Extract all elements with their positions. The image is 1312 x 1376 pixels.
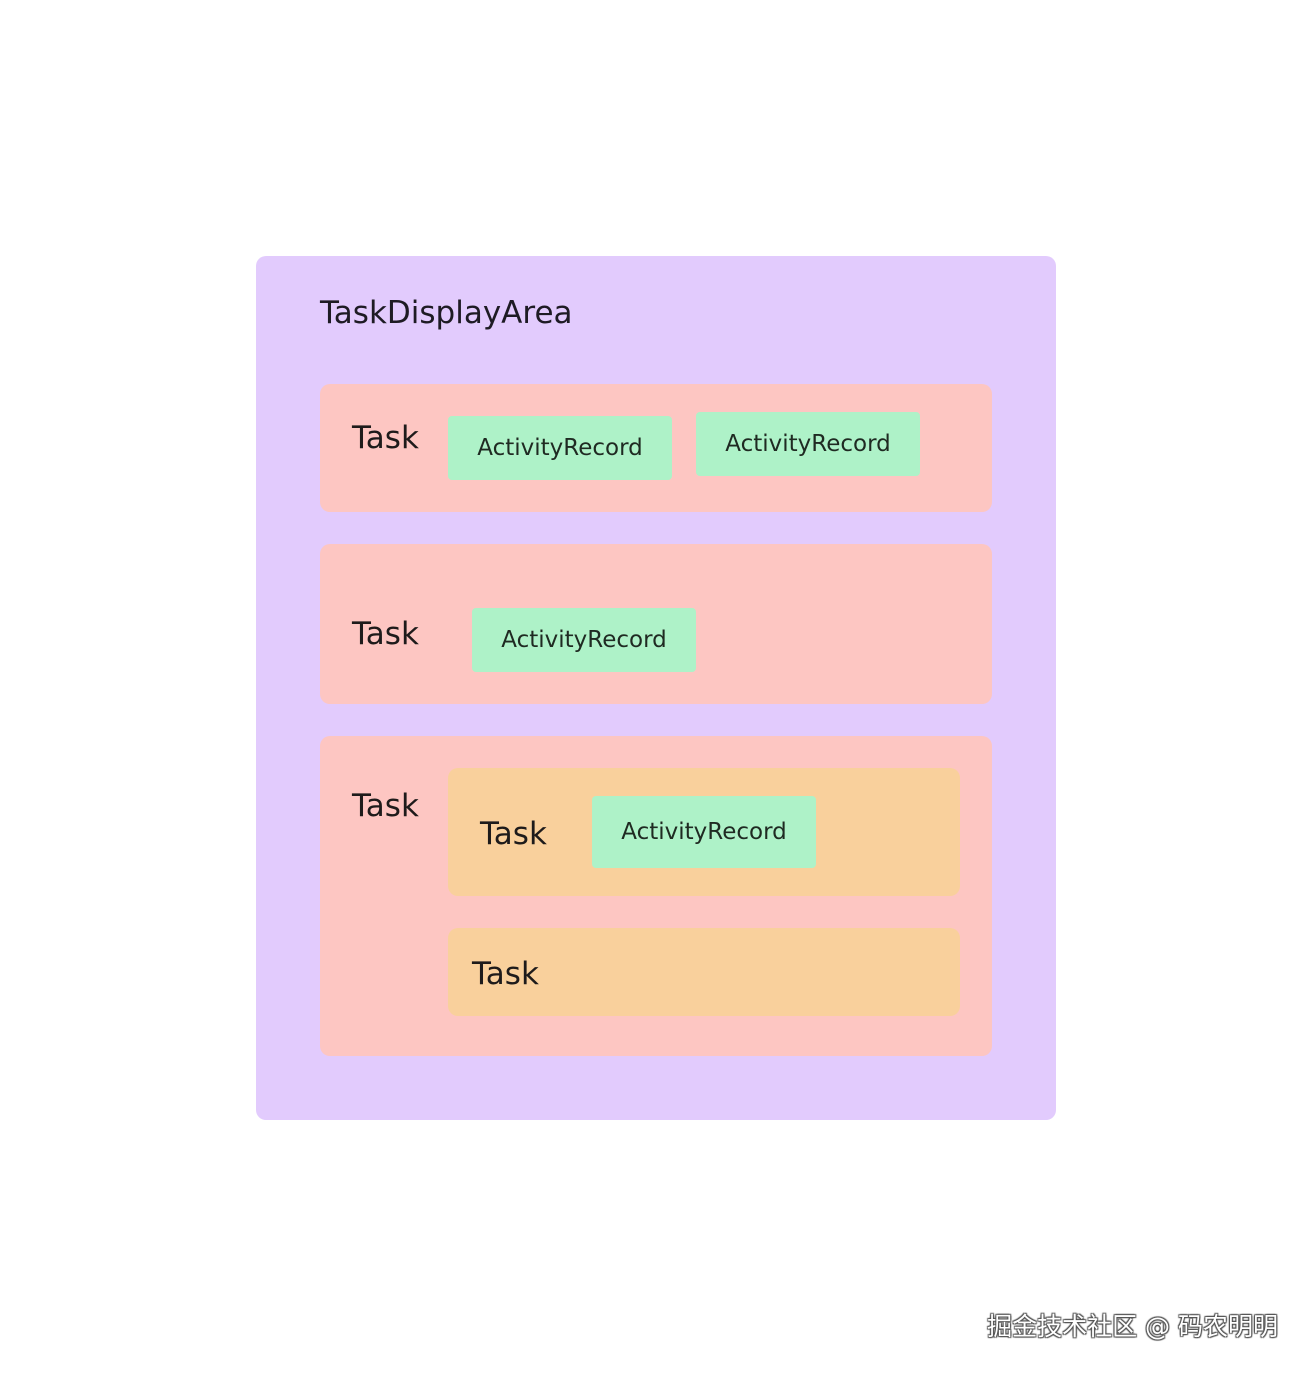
task-1-activity-record-2: ActivityRecord: [696, 412, 920, 476]
task-1-activity-record-1: ActivityRecord: [448, 416, 672, 480]
task-3-label: Task: [352, 788, 419, 824]
task-3-nested-task-1-label: Task: [480, 816, 547, 852]
activity-record-label: ActivityRecord: [477, 435, 643, 461]
activity-record-label: ActivityRecord: [501, 627, 667, 653]
task-2-label: Task: [352, 616, 419, 652]
task-3-nested-activity-record: ActivityRecord: [592, 796, 816, 868]
task-1-label: Task: [352, 420, 419, 456]
task-3-nested-task-2-label: Task: [472, 956, 539, 992]
task-3-nested-task-2: [448, 928, 960, 1016]
task-2-activity-record-1: ActivityRecord: [472, 608, 696, 672]
watermark: 掘金技术社区 @ 码农明明: [987, 1312, 1278, 1341]
activity-record-label: ActivityRecord: [725, 431, 891, 457]
task-display-area-label: TaskDisplayArea: [320, 295, 573, 331]
activity-record-label: ActivityRecord: [621, 819, 787, 845]
